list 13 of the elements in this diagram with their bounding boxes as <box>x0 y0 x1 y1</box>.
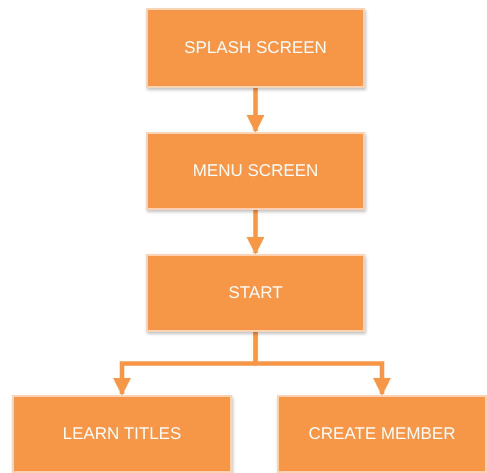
box-label: START <box>228 283 283 303</box>
arrow <box>246 88 264 133</box>
box-label: SPLASH SCREEN <box>184 38 327 58</box>
process-box <box>146 254 365 332</box>
process-box <box>146 132 365 210</box>
arrow <box>253 332 391 396</box>
box-label: LEARN TITLES <box>62 424 182 444</box>
arrow <box>246 210 264 255</box>
process-box <box>277 395 487 473</box>
process-box <box>146 8 365 88</box>
process-box <box>12 395 232 473</box>
box-label: CREATE MEMBER <box>308 424 456 444</box>
box-label: MENU SCREEN <box>192 161 318 181</box>
